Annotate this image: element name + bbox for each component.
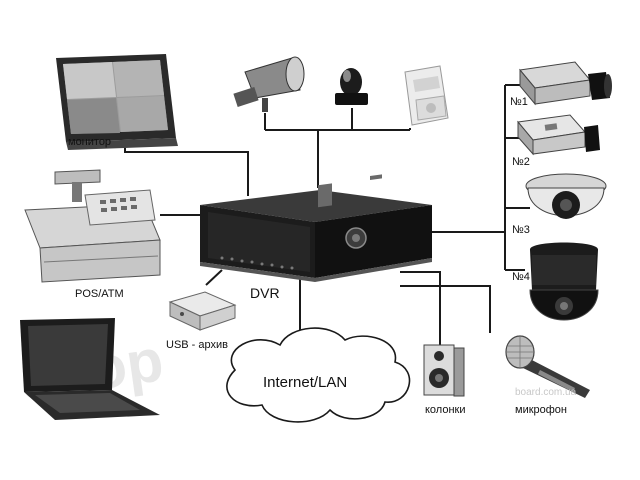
label-camera-2: №2 — [512, 156, 530, 168]
camera-1-icon — [519, 61, 612, 106]
beacon-icon — [335, 68, 368, 105]
line-usb — [205, 269, 223, 286]
microphone-icon — [505, 335, 590, 398]
label-dvr: DVR — [250, 285, 280, 301]
label-camera-3: №3 — [512, 224, 530, 236]
usb-drive-icon — [168, 291, 237, 331]
camera-2-icon — [517, 114, 600, 156]
label-monitor: монитор — [68, 136, 112, 148]
label-camera-1: №1 — [510, 96, 528, 108]
sensor-icon — [404, 65, 449, 126]
camera-3-icon — [525, 173, 607, 219]
line-speakers — [400, 271, 441, 345]
line-monitor — [124, 148, 249, 196]
label-camera-4: №4 — [512, 271, 530, 283]
siren-icon — [233, 56, 305, 112]
monitor-icon — [56, 54, 178, 150]
laptop-icon — [20, 318, 160, 420]
label-network: Internet/LAN — [263, 374, 348, 391]
speaker-icon — [423, 344, 465, 397]
pos-register-icon — [24, 169, 161, 283]
line-microphone — [400, 285, 491, 333]
label-speakers: колонки — [425, 404, 466, 416]
label-usb: USB - архив — [166, 339, 228, 351]
camera-4-icon — [529, 242, 599, 321]
connection-lines — [124, 84, 530, 345]
network-cloud-icon — [226, 327, 411, 423]
label-pos: POS/ATM — [75, 288, 124, 300]
label-microphone: микрофон — [515, 404, 567, 416]
dvr-recorder-icon — [200, 174, 432, 282]
watermark-site: board.com.ua — [515, 387, 577, 398]
